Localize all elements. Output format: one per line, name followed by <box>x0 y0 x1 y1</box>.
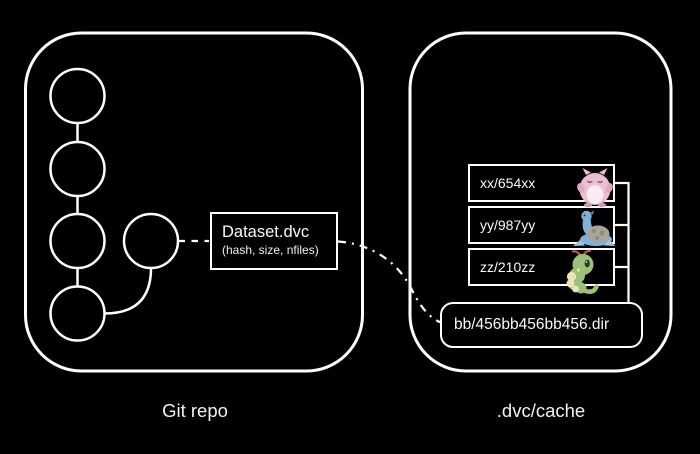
branch-curve-link <box>104 267 153 315</box>
dataset-dvc-subtitle: (hash, size, nfiles) <box>222 243 319 257</box>
cache-dir-box: bb/456bb456bb456.dir <box>440 302 643 348</box>
dataset-dvc-box: Dataset.dvc (hash, size, nfiles) <box>210 212 338 270</box>
commit-node-4 <box>49 285 106 342</box>
lapras-pokemon-icon <box>573 210 616 246</box>
commit-node-3 <box>49 212 106 270</box>
cache-entry-label-3: zz/210zz <box>480 259 536 275</box>
caterpie-pokemon-icon <box>566 249 599 294</box>
chansey-pokemon-icon <box>577 168 613 207</box>
dataset-dvc-title: Dataset.dvc <box>222 223 310 241</box>
cache-entry-label-2: yy/987yy <box>480 217 536 233</box>
cache-dashdot-link <box>337 240 442 324</box>
git-repo-caption: Git repo <box>162 400 228 421</box>
cache-entry-box-3: zz/210zz <box>468 248 615 286</box>
cache-entry-label-1: xx/654xx <box>480 175 536 191</box>
branch-commit-node <box>122 212 180 270</box>
cache-dir-label: bb/456bb456bb456.dir <box>454 316 610 333</box>
dvc-cache-caption: .dvc/cache <box>496 400 586 421</box>
git-repo-panel-outline <box>24 31 364 373</box>
commit-node-2 <box>49 140 106 198</box>
commit-node-1 <box>49 67 106 125</box>
dvc-cache-panel-outline <box>408 31 673 373</box>
